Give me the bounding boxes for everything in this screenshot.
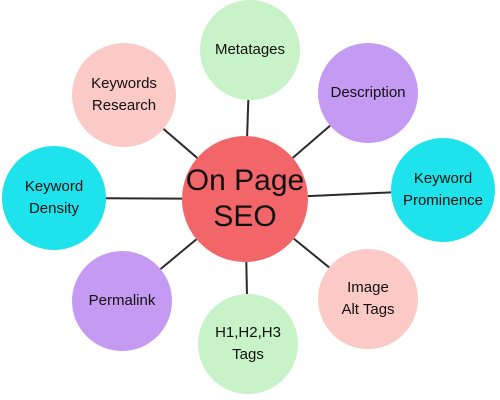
node-label: H1,H2,H3 Tags bbox=[215, 324, 281, 363]
node-label: Metatages bbox=[214, 41, 286, 58]
node-image-alt-tags: Image Alt Tags bbox=[318, 249, 418, 349]
node-keywords-research: Keywords Research bbox=[72, 43, 176, 147]
connector-line-image-alt-tags bbox=[293, 237, 330, 269]
center-node-on-page-seo: On Page SEO bbox=[182, 136, 308, 262]
node-label: Keywords Research bbox=[91, 75, 157, 114]
connector-line-metatages bbox=[246, 99, 250, 137]
connector-line-description bbox=[292, 124, 331, 159]
node-h1-h2-h3-tags: H1,H2,H3 Tags bbox=[198, 294, 298, 394]
connector-line-keywords-research bbox=[162, 128, 198, 159]
center-node-label: On Page SEO bbox=[185, 164, 305, 233]
node-description: Description bbox=[318, 43, 418, 143]
node-keyword-prominence: Keyword Prominence bbox=[391, 138, 495, 242]
node-metatages: Metatages bbox=[200, 0, 300, 100]
node-label: Permalink bbox=[88, 292, 156, 309]
node-permalink: Permalink bbox=[72, 251, 172, 351]
node-label: Keyword Density bbox=[24, 178, 84, 217]
node-keyword-density: Keyword Density bbox=[2, 146, 106, 250]
node-label: Description bbox=[330, 84, 406, 101]
connector-line-h1-h2-h3-tags bbox=[245, 261, 248, 295]
connector-line-keyword-prominence bbox=[307, 191, 392, 198]
node-label: Image Alt Tags bbox=[341, 279, 395, 318]
node-label: Keyword Prominence bbox=[402, 170, 484, 209]
connector-line-permalink bbox=[159, 238, 198, 270]
